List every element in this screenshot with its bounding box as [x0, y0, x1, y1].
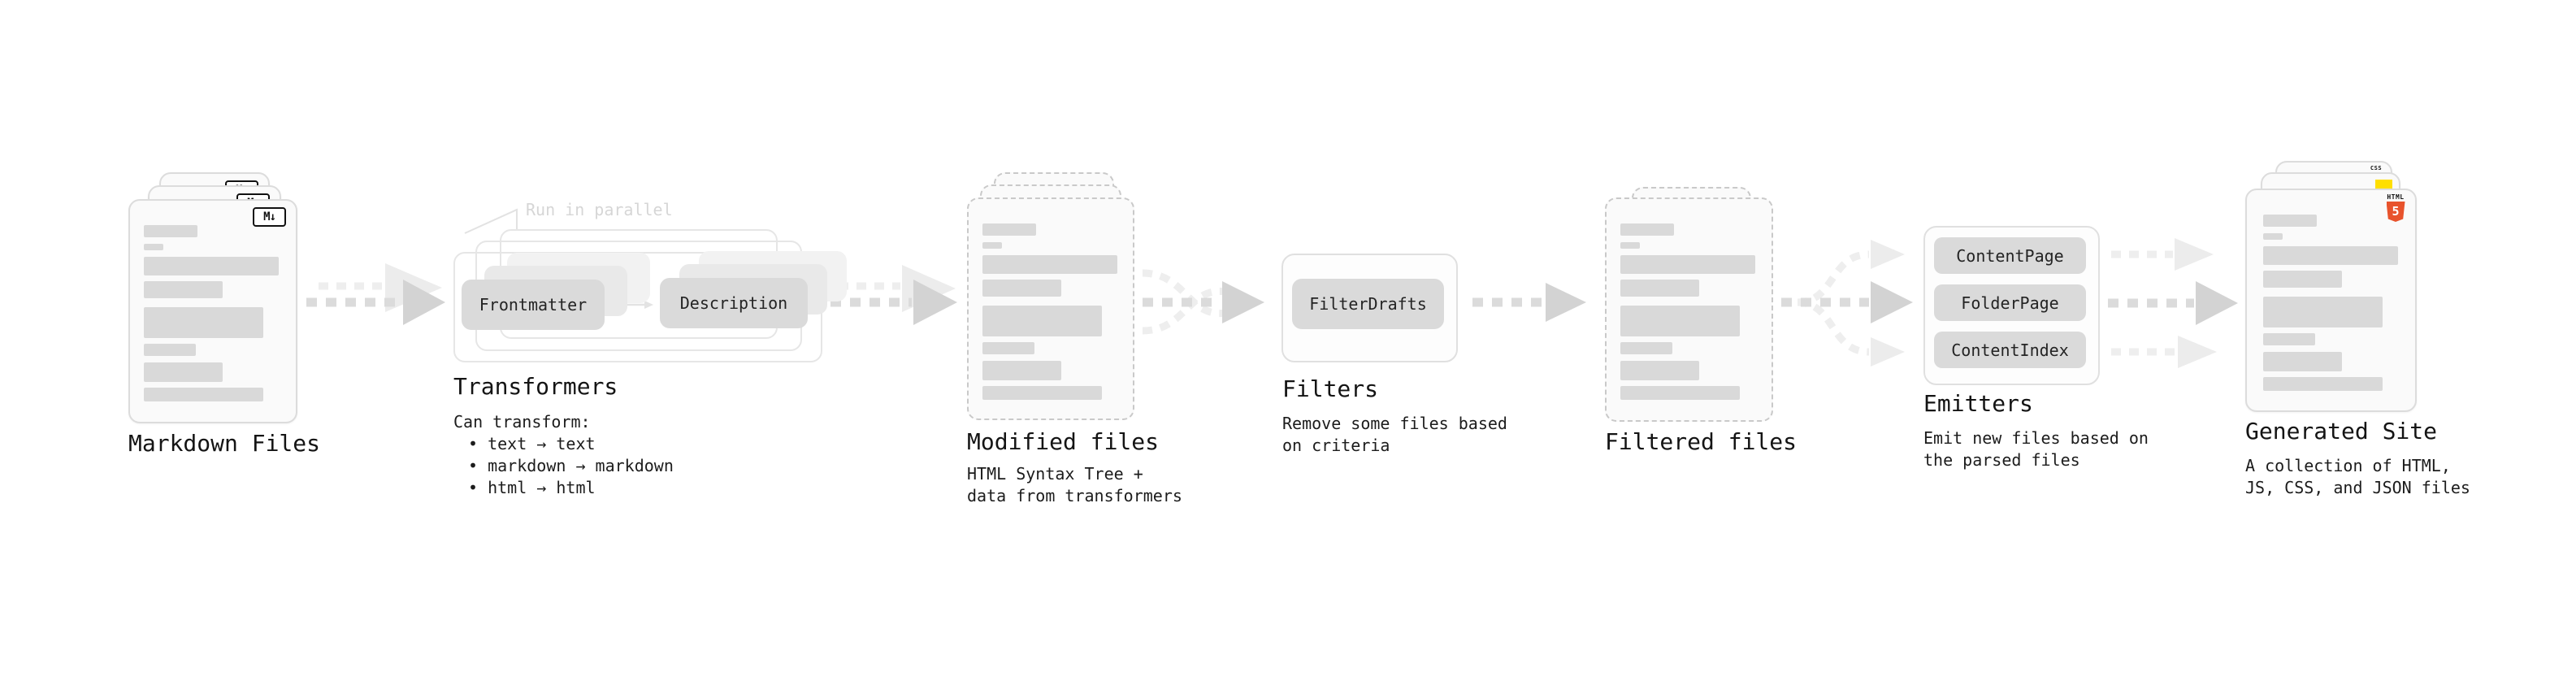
file-content-bar: [2263, 215, 2317, 227]
file-content-bar: [144, 281, 223, 298]
file-content-bar: [982, 223, 1036, 236]
filters-sub-line: Remove some files based: [1282, 414, 1507, 433]
file-content-bar: [982, 342, 1034, 354]
modified-files-title: Modified files: [967, 428, 1160, 455]
filters-sub-line: on criteria: [1282, 436, 1390, 455]
frontmatter-pill: Frontmatter: [462, 280, 605, 330]
emitters-sub-line: the parsed files: [1923, 450, 2080, 470]
transformers-title: Transformers: [453, 373, 618, 400]
arrow-filtered-to-emitters: [1781, 240, 1913, 367]
transformers-description: Can transform: • text → text • markdown …: [453, 411, 674, 499]
file-content-bar: [982, 361, 1061, 380]
emitters-description: Emit new files based on the parsed files: [1923, 427, 2149, 471]
file-content-bar: [144, 388, 263, 401]
markdown-icon: M↓: [253, 207, 286, 227]
markdown-files-title: Markdown Files: [128, 430, 321, 457]
filters-title: Filters: [1282, 375, 1379, 402]
description-pill: Description: [660, 278, 808, 328]
modified-file-card-front: [967, 197, 1134, 420]
markdown-file-card-front: M↓: [128, 199, 297, 423]
file-content-bars: [2263, 190, 2415, 410]
file-content-bar: [2263, 233, 2283, 240]
file-content-bar: [2263, 271, 2342, 288]
arrow-filters-to-filtered: [1472, 283, 1586, 322]
emitters-sub-line: Emit new files based on: [1923, 428, 2149, 448]
modified-files-sub-line: data from transformers: [967, 486, 1182, 505]
html5-icon: HTML 5: [2385, 194, 2406, 222]
html5-icon-label: HTML: [2387, 193, 2405, 201]
file-content-bar: [2263, 297, 2383, 327]
transformers-bullet: • text → text: [468, 434, 596, 453]
filterdrafts-pill: FilterDrafts: [1292, 279, 1444, 329]
arrow-transformers-to-modified: [830, 265, 957, 325]
contentindex-pill: ContentIndex: [1934, 332, 2086, 368]
file-content-bar: [1620, 255, 1755, 274]
file-content-bars: [982, 199, 1133, 419]
css-icon-label: CSS: [2370, 165, 2383, 171]
html5-icon-shield: 5: [2386, 202, 2405, 222]
file-content-bar: [2263, 333, 2315, 345]
file-content-bars: [1620, 199, 1772, 420]
modified-files-sub-line: HTML Syntax Tree +: [967, 464, 1143, 484]
generated-site-sub-line: JS, CSS, and JSON files: [2245, 478, 2470, 497]
transformers-sub-heading: Can transform:: [453, 412, 591, 432]
generated-site-sub-line: A collection of HTML,: [2245, 456, 2451, 475]
file-content-bar: [144, 362, 223, 382]
file-content-bar: [982, 255, 1117, 274]
transformers-bullet: • html → html: [468, 478, 596, 497]
file-content-bar: [144, 344, 196, 356]
file-content-bar: [982, 242, 1002, 249]
arrow-emitters-to-generated: [2108, 238, 2238, 368]
filtered-files-title: Filtered files: [1605, 428, 1798, 455]
file-content-bar: [1620, 280, 1699, 297]
generated-site-description: A collection of HTML, JS, CSS, and JSON …: [2245, 455, 2470, 499]
js-icon: [2375, 180, 2392, 189]
file-content-bar: [982, 280, 1061, 297]
file-content-bar: [2263, 352, 2342, 371]
file-content-bar: [982, 306, 1102, 336]
filters-description: Remove some files based on criteria: [1282, 413, 1507, 457]
run-in-parallel-note: Run in parallel: [526, 200, 673, 219]
arrow-modified-to-filters: [1142, 269, 1264, 335]
generated-site-title: Generated Site: [2245, 418, 2438, 445]
file-content-bar: [144, 225, 197, 237]
file-content-bar: [1620, 306, 1740, 336]
file-content-bar: [2263, 377, 2383, 391]
file-content-bar: [1620, 386, 1740, 400]
file-content-bar: [1620, 242, 1640, 249]
file-content-bar: [2263, 246, 2398, 265]
file-content-bar: [144, 244, 163, 250]
folderpage-pill: FolderPage: [1934, 284, 2086, 321]
file-content-bar: [144, 307, 263, 338]
modified-files-description: HTML Syntax Tree + data from transformer…: [967, 463, 1182, 507]
file-content-bar: [1620, 223, 1674, 236]
emitters-title: Emitters: [1923, 390, 2033, 417]
generated-file-card-front: HTML 5: [2245, 189, 2417, 412]
transformers-bullet: • markdown → markdown: [468, 456, 674, 475]
arrow-markdown-to-transformers: [306, 263, 445, 325]
file-content-bars: [144, 201, 296, 422]
file-content-bar: [1620, 361, 1699, 380]
run-in-parallel-connector: [464, 208, 518, 234]
file-content-bar: [1620, 342, 1672, 354]
contentpage-pill: ContentPage: [1934, 237, 2086, 274]
file-content-bar: [144, 257, 279, 275]
file-content-bar: [982, 386, 1102, 400]
filtered-file-card-front: [1605, 197, 1773, 422]
